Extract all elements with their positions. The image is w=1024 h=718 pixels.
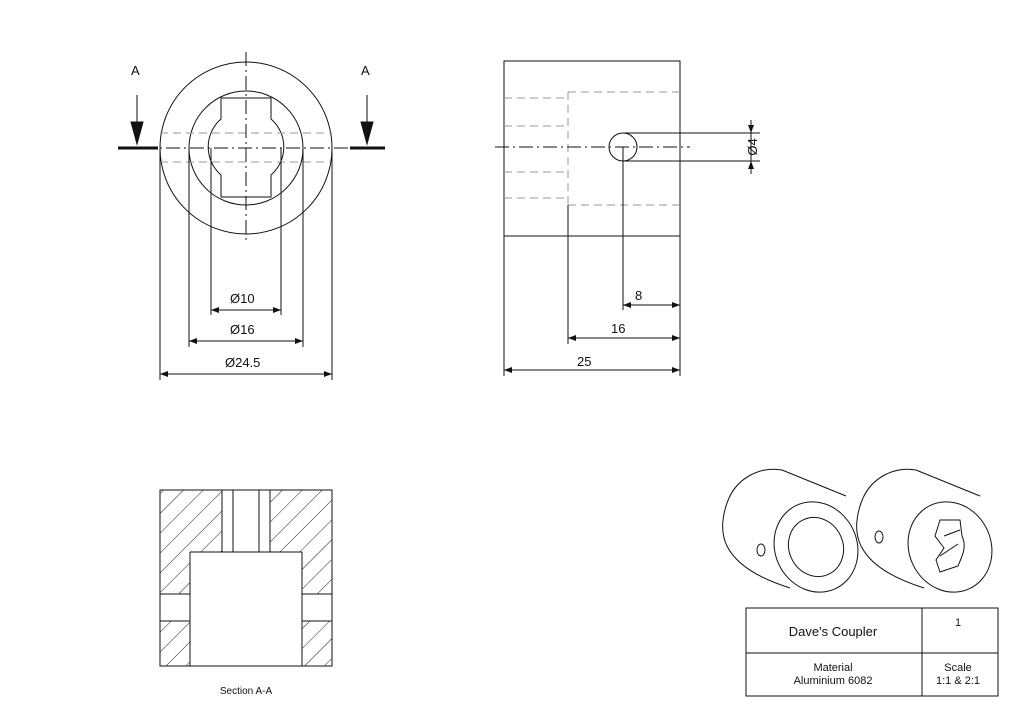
title-block-material-label: Material xyxy=(813,662,852,674)
inner-bore-profile xyxy=(207,97,285,198)
title-block-scale-value: 1:1 & 2:1 xyxy=(936,675,980,687)
title-block-sheet-number: 1 xyxy=(955,617,961,629)
isometric-view-2 xyxy=(856,468,993,593)
dim-bore-diameter: Ø10 xyxy=(230,291,255,306)
title-block-title: Dave's Coupler xyxy=(789,624,878,639)
front-view xyxy=(118,52,385,380)
dim-outer-diameter: Ø24.5 xyxy=(225,355,260,370)
section-mark-right: A xyxy=(361,63,370,78)
side-view xyxy=(495,60,760,376)
title-block-scale-label: Scale xyxy=(944,662,972,674)
section-caption: Section A-A xyxy=(220,686,273,697)
title-block xyxy=(745,607,999,697)
dim-cross-hole-diameter: Ø4 xyxy=(745,138,760,155)
isometric-view-1 xyxy=(722,468,859,593)
section-mark-left: A xyxy=(131,63,140,78)
dim-hole-position: 8 xyxy=(635,288,642,303)
side-outline xyxy=(503,60,681,237)
dim-bore-depth: 16 xyxy=(611,321,625,336)
dim-overall-length: 25 xyxy=(577,354,591,369)
dim-counterbore-diameter: Ø16 xyxy=(230,322,255,337)
title-block-material-value: Aluminium 6082 xyxy=(794,675,873,687)
section-view xyxy=(159,489,333,667)
